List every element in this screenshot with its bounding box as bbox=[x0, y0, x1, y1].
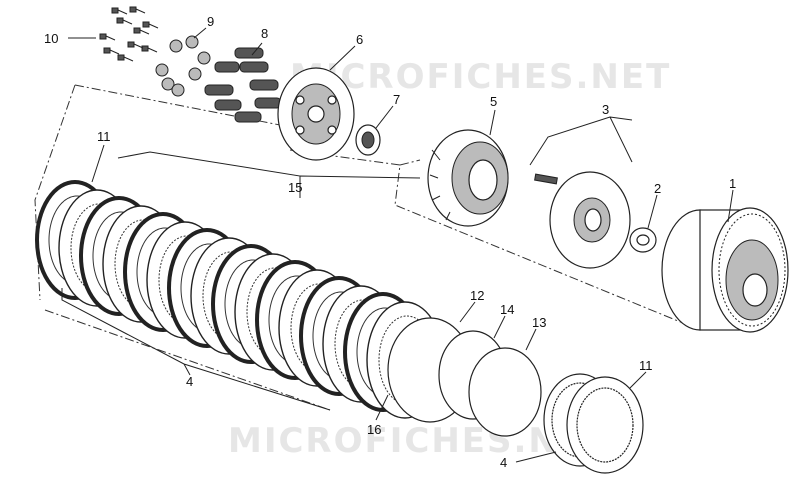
plate-stack bbox=[35, 180, 444, 419]
callout-4-bottom: 4 bbox=[500, 455, 507, 470]
watermark-top: MICROFICHES.NET bbox=[290, 57, 671, 97]
callout-12: 12 bbox=[470, 288, 484, 303]
outer-plates bbox=[543, 373, 644, 474]
callout-11-top: 11 bbox=[97, 129, 111, 144]
bolt-set bbox=[99, 6, 159, 62]
callout-5: 5 bbox=[490, 94, 497, 109]
clutch-housing bbox=[661, 207, 789, 333]
callout-2: 2 bbox=[654, 181, 661, 196]
spring-caps bbox=[155, 35, 211, 97]
leader-lines bbox=[61, 27, 734, 463]
retaining-rings bbox=[387, 317, 542, 437]
clutch-inner-hub bbox=[427, 129, 509, 227]
callout-13: 13 bbox=[532, 315, 546, 330]
callout-labels: 1 2 3 5 6 7 8 9 10 11 12 13 14 15 4 16 4… bbox=[44, 14, 736, 470]
callout-4-left: 4 bbox=[186, 374, 193, 389]
callout-1: 1 bbox=[729, 176, 736, 191]
callout-11-bottom: 11 bbox=[639, 358, 653, 373]
callout-9: 9 bbox=[207, 14, 214, 29]
center-plate bbox=[534, 171, 631, 269]
callout-3: 3 bbox=[602, 102, 609, 117]
callout-16: 16 bbox=[367, 422, 381, 437]
callout-6: 6 bbox=[356, 32, 363, 47]
callout-10: 10 bbox=[44, 31, 58, 46]
callout-15: 15 bbox=[288, 180, 302, 195]
thrust-washer bbox=[629, 227, 657, 253]
clutch-springs bbox=[204, 47, 282, 123]
pressure-plate bbox=[277, 67, 355, 161]
bearing bbox=[355, 124, 381, 156]
callout-14: 14 bbox=[500, 302, 514, 317]
callout-7: 7 bbox=[393, 92, 400, 107]
callout-8: 8 bbox=[261, 26, 268, 41]
